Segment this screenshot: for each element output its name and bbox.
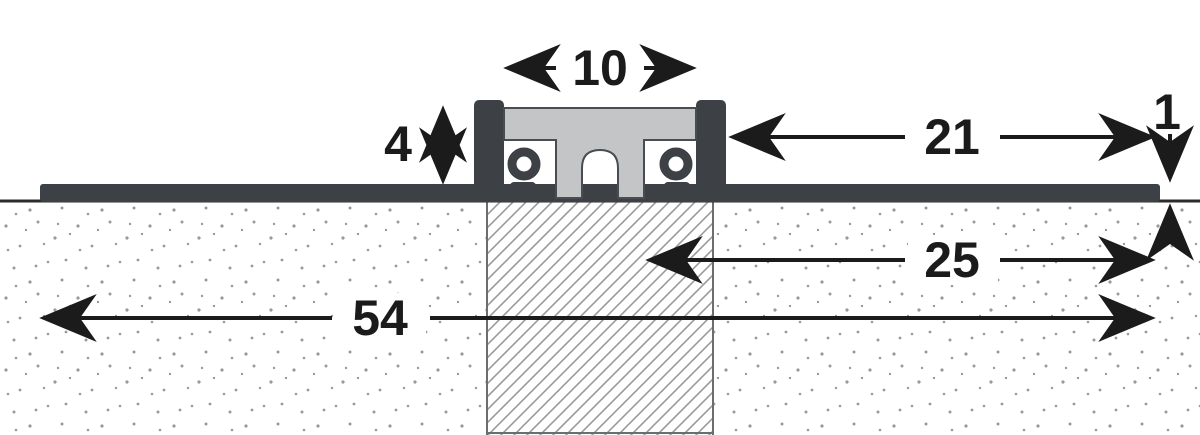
base-flange bbox=[40, 184, 1160, 202]
dim-label-top-gap: 10 bbox=[572, 40, 628, 96]
anchor-rings bbox=[507, 147, 693, 181]
right-anchor-ring bbox=[659, 147, 693, 181]
label-mask bbox=[908, 235, 998, 285]
dim-label-profile-height: 4 bbox=[384, 116, 412, 172]
dim-overall-width: 54 bbox=[39, 290, 1156, 346]
profile-right-wall bbox=[696, 100, 726, 201]
dim-label-right-flange: 21 bbox=[924, 109, 980, 165]
left-anchor-ring bbox=[507, 147, 541, 181]
dim-flange-thickness: 1 bbox=[1146, 84, 1194, 261]
dim-right-flange: 21 bbox=[728, 109, 1156, 165]
left-anchor-foot bbox=[510, 182, 536, 196]
dim-label-center-to-edge: 25 bbox=[924, 232, 980, 288]
dim-top-gap: 10 bbox=[503, 40, 697, 96]
dim-profile-height: 4 bbox=[384, 105, 467, 185]
profile-left-wall bbox=[474, 100, 504, 201]
right-anchor-foot bbox=[664, 182, 690, 196]
dim-label-overall-width: 54 bbox=[352, 290, 408, 346]
dim-center-to-edge: 25 bbox=[645, 232, 1156, 288]
label-mask bbox=[908, 112, 998, 162]
label-mask bbox=[334, 293, 426, 343]
movement-insert bbox=[503, 107, 697, 199]
dim-label-flange-thickness: 1 bbox=[1153, 84, 1181, 140]
